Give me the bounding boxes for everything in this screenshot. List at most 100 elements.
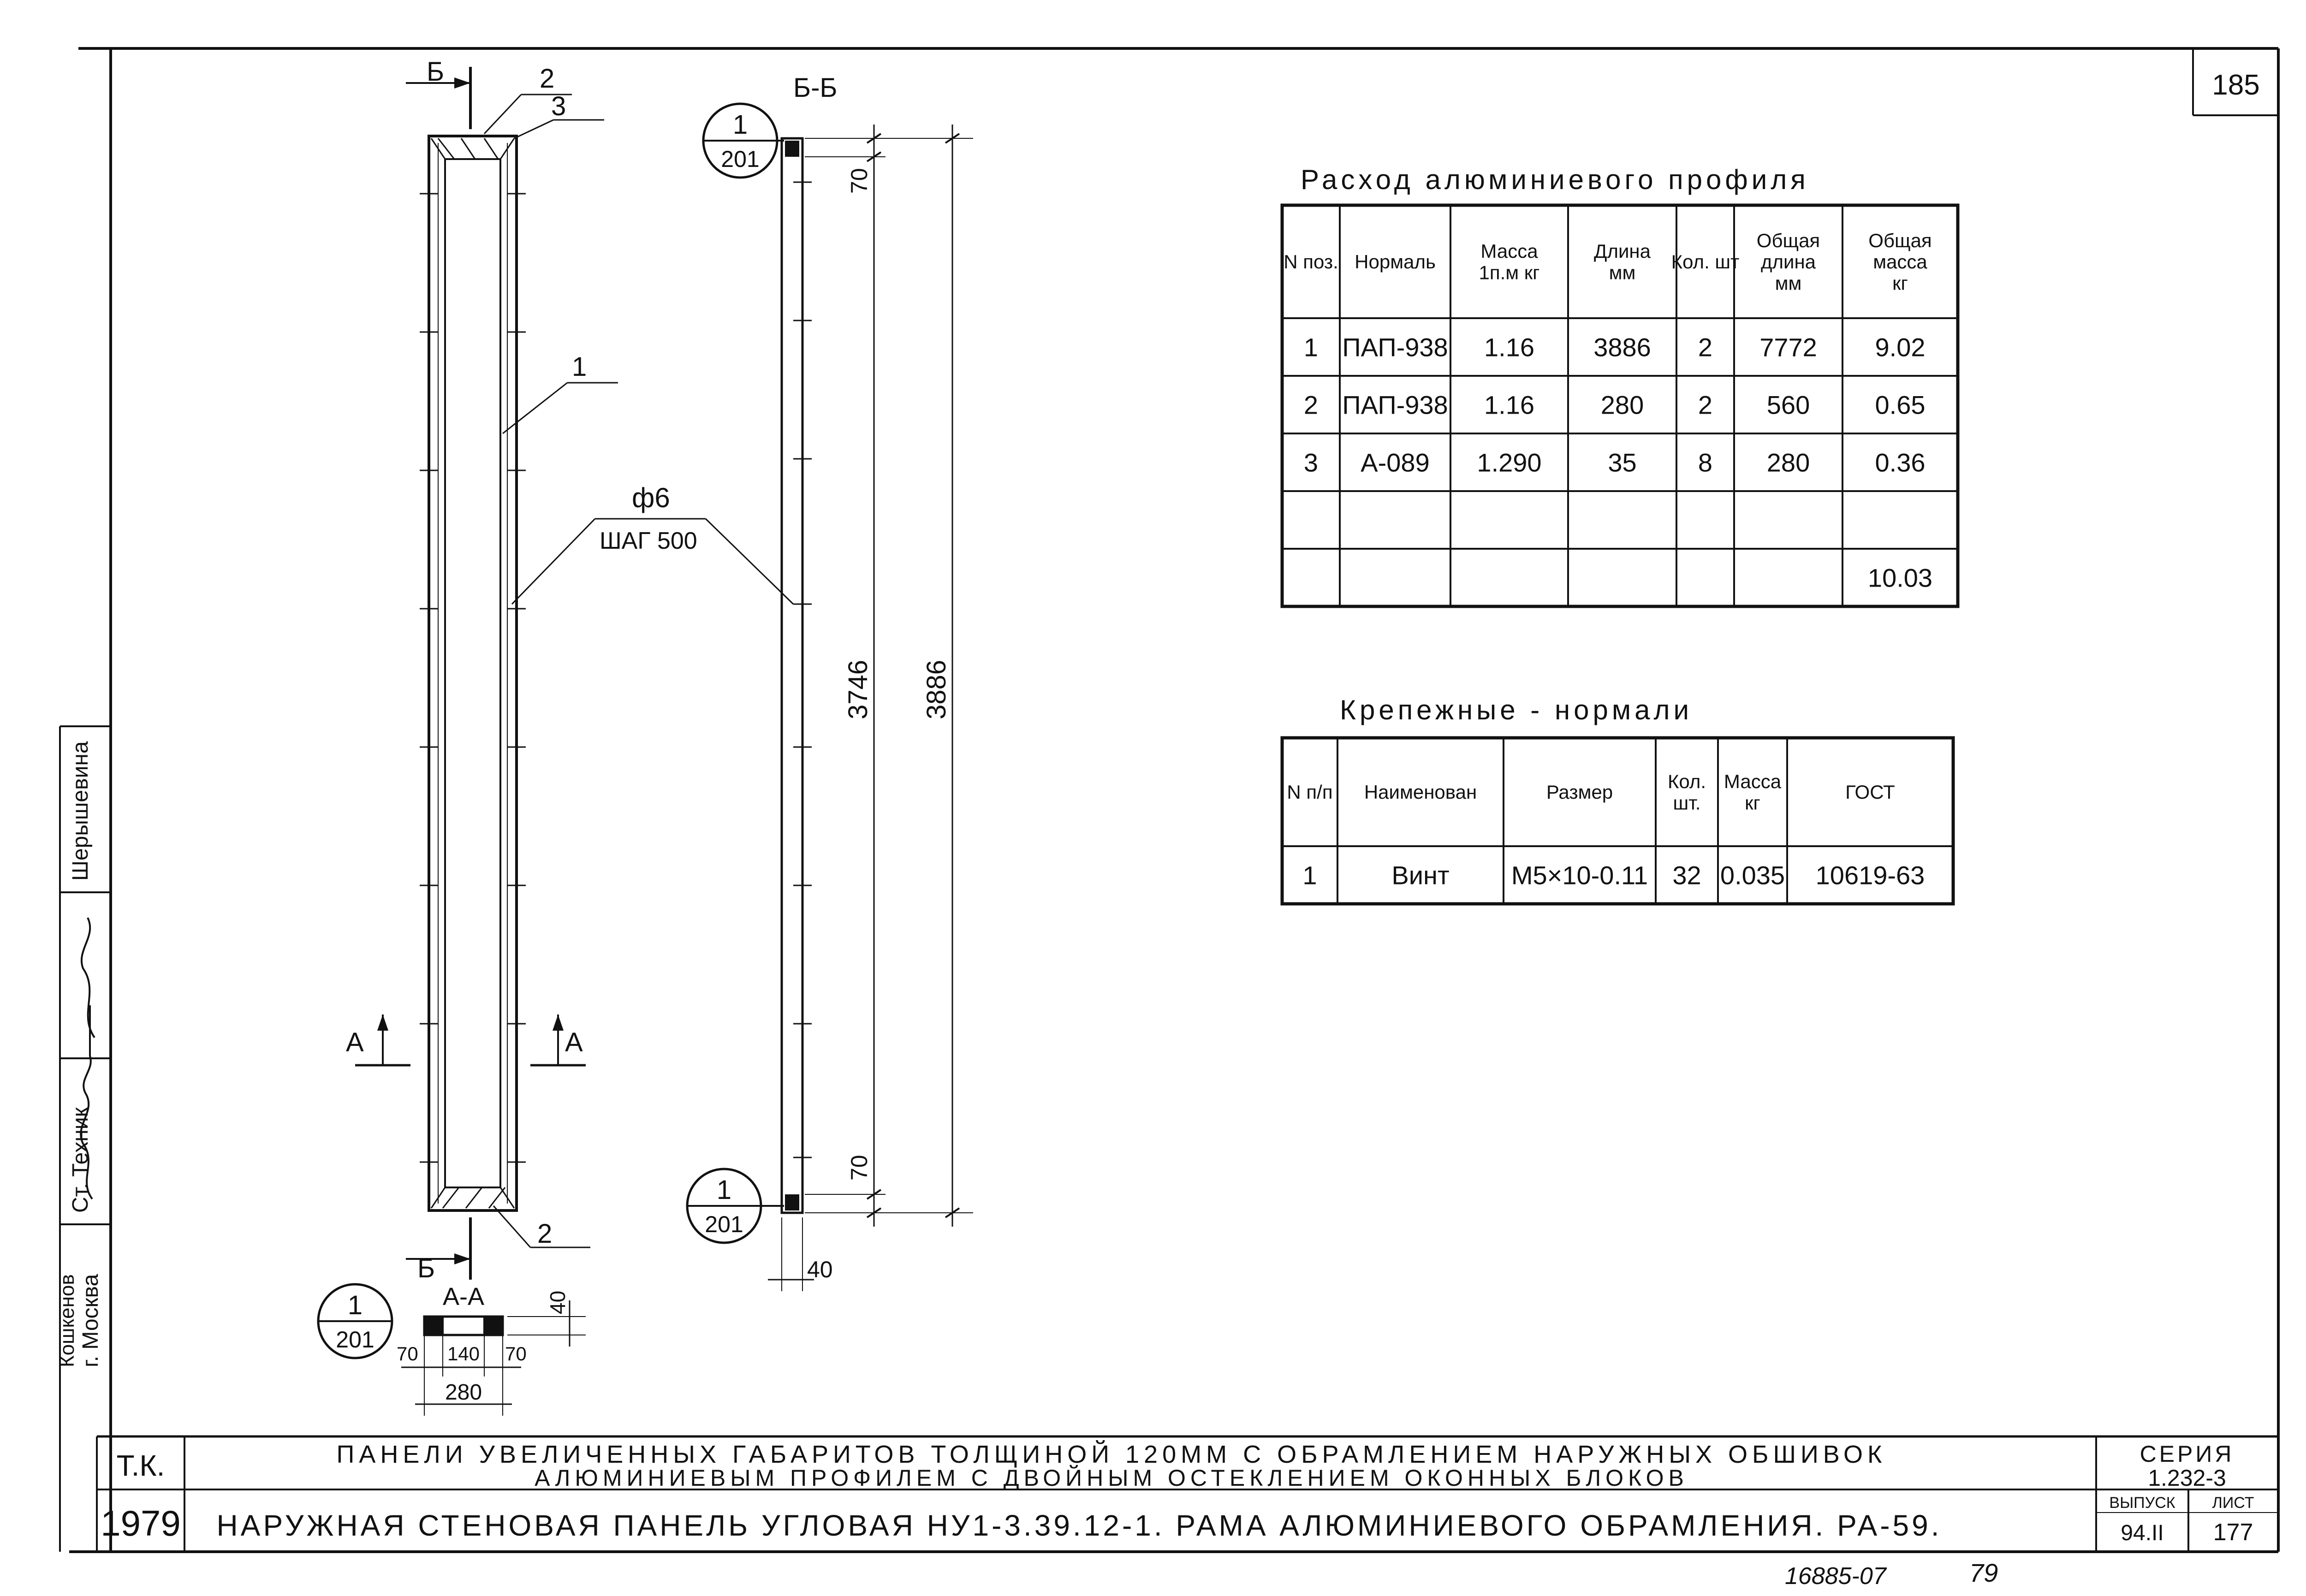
table2-cell: 32 — [1672, 861, 1701, 890]
section-mark-a-right: А — [565, 1027, 583, 1057]
table1-header-cell: Общая — [1757, 230, 1820, 251]
dim-40-aa: 40 — [546, 1291, 570, 1314]
title-year: 1979 — [101, 1503, 181, 1543]
table2-header-cell: Наименован — [1364, 781, 1477, 803]
dim-70-aa-right: 70 — [505, 1343, 527, 1365]
node-ref-3: 1 201 — [317, 1283, 393, 1359]
table1-title: Расход алюминиевого профиля — [1301, 164, 1809, 195]
side-stamp-author2: Кошкенов — [56, 1274, 78, 1367]
table1-cell: 3 — [1304, 448, 1318, 477]
section-aa-title: А-А — [443, 1283, 484, 1311]
table1-cell: 0.36 — [1875, 448, 1926, 477]
node-ref-1-sheet: 201 — [721, 146, 759, 172]
screw-ticks — [420, 193, 526, 1163]
table2-header-cell: Масса — [1724, 771, 1782, 792]
node-ref-1-num: 1 — [733, 110, 748, 140]
table2-header-cell: Размер — [1546, 781, 1613, 803]
table1-cell: ПАП-938 — [1342, 391, 1448, 420]
signature-scribble-2 — [80, 917, 95, 1038]
table2-cell: М5×10-0.11 — [1511, 861, 1648, 890]
table2-header-cell: шт. — [1673, 792, 1701, 813]
table2-header-cell: ГОСТ — [1845, 781, 1895, 803]
table1-cell: 1.290 — [1477, 448, 1541, 477]
table1-cell: 10.03 — [1868, 564, 1932, 593]
bb-screw-marks — [793, 173, 812, 1167]
node-ref-3-sheet: 201 — [336, 1327, 374, 1353]
table1-cell: 3886 — [1593, 333, 1651, 362]
series-value: 1.232-3 — [2148, 1465, 2226, 1491]
pipe-label: ф6 — [632, 482, 670, 513]
sheet-value: 177 — [2213, 1519, 2253, 1546]
table1-cell: А-089 — [1361, 448, 1429, 477]
table1-header-cell: Длина — [1594, 240, 1651, 262]
title-org: Т.К. — [117, 1449, 165, 1482]
callout-pos-1: 1 — [572, 352, 587, 382]
signature-scribble — [80, 1005, 93, 1200]
table1-cell: 1 — [1304, 333, 1318, 362]
dim-70-top: 70 — [846, 168, 872, 194]
table1-header-cell: кг — [1892, 272, 1908, 294]
dim-3746: 3746 — [843, 660, 873, 719]
callout-pos-2-top: 2 — [540, 64, 554, 94]
section-mark-b-bottom: Б — [417, 1253, 435, 1283]
series-label: СЕРИЯ — [2140, 1441, 2235, 1467]
pitch-label: ШАГ 500 — [600, 528, 697, 554]
table1-header-cell: масса — [1873, 251, 1927, 273]
dim-140-aa: 140 — [447, 1343, 480, 1365]
issue-label: ВЫПУСК — [2109, 1494, 2175, 1512]
sheet-frame — [59, 47, 2280, 1553]
table1-cell: 2 — [1698, 391, 1712, 420]
section-aa-view — [401, 1300, 586, 1416]
table1-header-cell: N поз. — [1284, 251, 1338, 273]
issue-value: 94.II — [2121, 1521, 2163, 1545]
node-ref-1: 1 201 — [702, 102, 784, 179]
table1-header-cell: Кол. шт — [1671, 251, 1740, 273]
dim-40-bb: 40 — [807, 1257, 833, 1282]
table1-cell: 7772 — [1759, 333, 1817, 362]
table1-header-cell: Масса — [1480, 240, 1538, 262]
table1-cell: 0.65 — [1875, 391, 1926, 420]
section-mark-a-left: А — [346, 1027, 364, 1057]
sheet-number: 185 — [2212, 69, 2259, 101]
callout-pos-3: 3 — [551, 91, 566, 121]
table2-cell: 10619-63 — [1816, 861, 1925, 890]
table1-cell: 35 — [1608, 448, 1636, 477]
table2-header-cell: кг — [1745, 792, 1760, 813]
footer-page: 79 — [1969, 1558, 1998, 1587]
title-line-2: АЛЮМИНИЕВЫМ ПРОФИЛЕМ С ДВОЙНЫМ ОСТЕКЛЕНИ… — [535, 1465, 1688, 1491]
callout-pos-2-bottom: 2 — [537, 1219, 552, 1249]
table1-cell: 560 — [1767, 391, 1810, 420]
table2-cell: 1 — [1302, 861, 1317, 890]
table1-header-cell: 1п.м кг — [1479, 261, 1539, 283]
title-line-1: ПАНЕЛИ УВЕЛИЧЕННЫХ ГАБАРИТОВ ТОЛЩИНОЙ 12… — [337, 1440, 1887, 1468]
dim-3886: 3886 — [921, 660, 951, 719]
section-mark-b-top: Б — [427, 57, 444, 87]
table1-cell: 280 — [1601, 391, 1644, 420]
table1-cell: 1.16 — [1484, 333, 1534, 362]
table1-cell: 8 — [1698, 448, 1712, 477]
table1-header-cell: длина — [1761, 251, 1816, 273]
table1-cell: ПАП-938 — [1342, 333, 1448, 362]
sheet-label: ЛИСТ — [2212, 1494, 2254, 1512]
table2-title: Крепежные - нормали — [1340, 694, 1693, 725]
footer-note: 16885-07 — [1785, 1563, 1887, 1590]
node-ref-2-num: 1 — [717, 1175, 731, 1205]
table2-header-cell: Кол. — [1668, 771, 1706, 792]
table2-header-cell: N п/п — [1287, 781, 1332, 803]
section-bb-title: Б-Б — [793, 73, 837, 103]
table2-cell: Винт — [1391, 861, 1449, 890]
table1-cell: 9.02 — [1875, 333, 1926, 362]
dim-280-aa: 280 — [445, 1380, 482, 1405]
title-line-3: НАРУЖНАЯ СТЕНОВАЯ ПАНЕЛЬ УГЛОВАЯ НУ1-3.3… — [217, 1509, 1942, 1542]
frame-front-view — [355, 67, 794, 1280]
side-stamp-author4: Шерышевина — [68, 741, 93, 881]
side-stamp-author1: г. Москва — [78, 1274, 103, 1368]
table2-cell: 0.035 — [1720, 861, 1785, 890]
section-bb-view — [768, 125, 973, 1291]
table1-cell: 2 — [1304, 391, 1318, 420]
table1-cell: 2 — [1698, 333, 1712, 362]
table1-header-cell: мм — [1775, 272, 1802, 294]
